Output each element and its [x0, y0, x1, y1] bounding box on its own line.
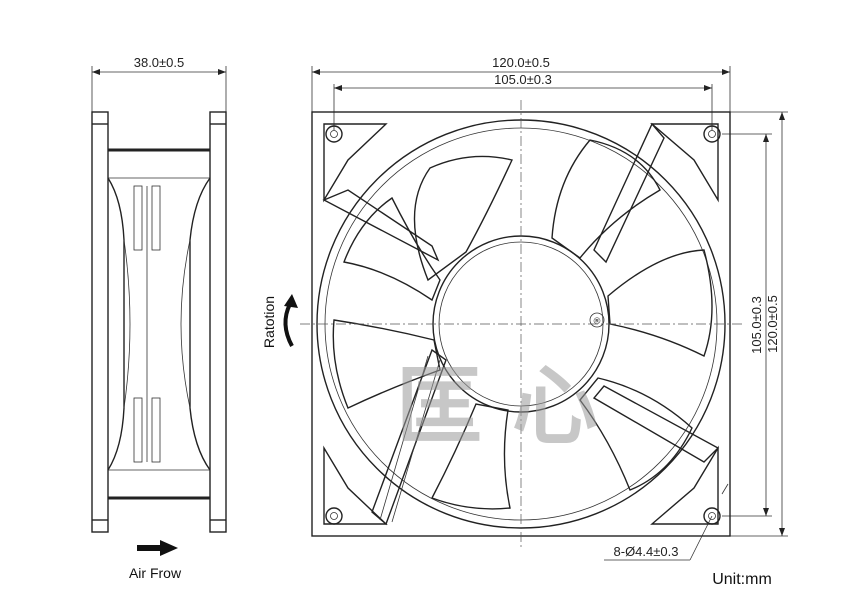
side-flange-right: [209, 111, 227, 533]
hole-spec-leader: [689, 515, 713, 561]
frame-strut-br: [592, 385, 720, 463]
fan-blade: [579, 377, 693, 491]
arrow-head: [218, 69, 226, 75]
side-view: 38.0±0.5 Air Frow: [91, 55, 227, 581]
mounting-hole-inner: [708, 130, 716, 138]
side-strut: [151, 397, 161, 463]
arrow-head: [92, 69, 100, 75]
frame-strut-bl: [371, 348, 447, 526]
side-strut: [133, 397, 143, 463]
frame-strut-tr: [593, 122, 665, 264]
side-strut: [133, 185, 143, 251]
mounting-hole-tl: [325, 125, 343, 143]
mounting-hole-inner: [708, 512, 716, 520]
fan-blade: [431, 403, 511, 510]
front-height-label: 120.0±0.5: [765, 295, 780, 353]
rotation-arrow-icon: [283, 303, 294, 347]
side-hub-right-curve: [189, 177, 211, 471]
cable-channel-line: [379, 355, 429, 521]
corner-pad-tr: [650, 123, 719, 203]
frame-strut-tl: [322, 189, 440, 262]
side-width-label: 38.0±0.5: [134, 55, 185, 70]
arrow-head: [704, 85, 712, 91]
arrow-head: [722, 69, 730, 75]
mounting-hole-inner: [330, 130, 338, 138]
unit-label: Unit:mm: [712, 571, 772, 588]
side-flange-left: [91, 111, 109, 533]
registered-mark-text: ®: [593, 317, 602, 327]
corner-pad-bl: [323, 445, 388, 525]
fan-blade: [551, 139, 661, 259]
mounting-hole-tr: [703, 125, 721, 143]
fan-blade: [332, 319, 441, 409]
side-blade-curve: [180, 239, 191, 409]
arrow-head: [763, 508, 769, 516]
airflow-arrow-shaft: [137, 545, 163, 551]
arrow-head: [779, 528, 785, 536]
fan-blade: [607, 249, 713, 357]
arrow-head: [334, 85, 342, 91]
side-hub-left-curve: [107, 177, 125, 471]
arrow-head: [763, 134, 769, 142]
rotation-arrow-head: [284, 294, 298, 308]
airflow-arrow-icon: [160, 540, 178, 556]
mounting-hole-bl: [325, 507, 343, 525]
front-view: 120.0±0.5 105.0±0.3 105.0±0.3 120.0±0.5: [261, 55, 788, 561]
hole-spec-tick: [721, 483, 729, 495]
hole-pitch-v-label: 105.0±0.3: [749, 296, 764, 354]
hole-spec-label: 8-Ø4.4±0.3: [614, 544, 679, 559]
mounting-hole-inner: [330, 512, 338, 520]
fan-blade: [343, 196, 441, 302]
front-width-label: 120.0±0.5: [492, 55, 550, 70]
watermark-logo: 匡 心: [396, 357, 598, 457]
side-blade-curve: [123, 239, 131, 409]
side-strut: [151, 185, 161, 251]
cable-channel-line: [391, 359, 441, 523]
mounting-hole-br: [703, 507, 721, 525]
arrow-head: [312, 69, 320, 75]
airflow-label: Air Frow: [129, 565, 182, 581]
rotation-label: Ratotion: [261, 296, 277, 348]
registered-mark-icon: [589, 312, 605, 328]
fan-blade: [413, 155, 513, 282]
hole-pitch-h-label: 105.0±0.3: [494, 72, 552, 87]
corner-pad-br: [650, 445, 719, 525]
corner-pad-tl: [323, 123, 388, 203]
arrow-head: [779, 112, 785, 120]
